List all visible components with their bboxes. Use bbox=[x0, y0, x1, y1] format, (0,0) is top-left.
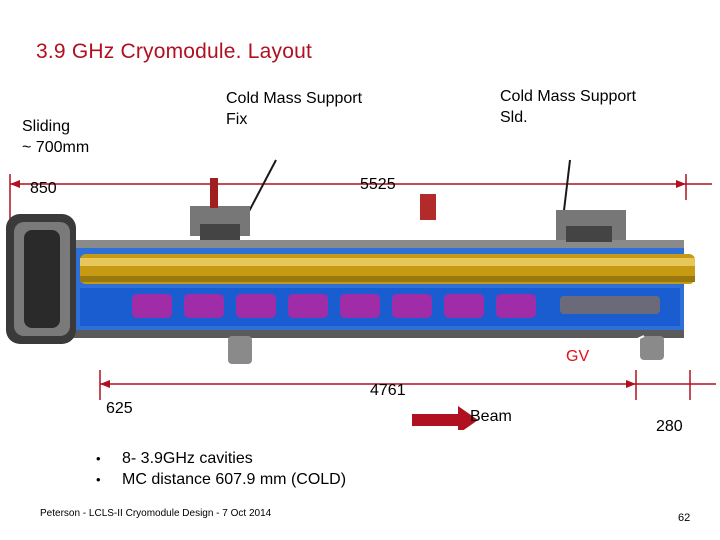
top-dimension-ticks bbox=[10, 180, 686, 188]
page-title: 3.9 GHz Cryomodule. Layout bbox=[36, 40, 312, 63]
sliding-support-label: Cold Mass Support Sld. bbox=[500, 86, 636, 128]
sliding-label-line2: ~ 700mm bbox=[22, 139, 90, 156]
vacuum-vessel bbox=[68, 240, 695, 338]
cryomodule-drawing bbox=[6, 159, 716, 430]
footer-text: Peterson - LCLS-II Cryomodule Design - 7… bbox=[40, 508, 272, 519]
bullet-list: 8- 3.9GHz cavities MC distance 607.9 mm … bbox=[96, 448, 346, 490]
fix-support-label-line2: Fix bbox=[226, 111, 248, 128]
fix-support-label-line1: Cold Mass Support bbox=[226, 90, 363, 107]
dimension-625: 625 bbox=[106, 400, 133, 417]
cavity-string bbox=[132, 294, 660, 318]
end-flange-left bbox=[6, 214, 76, 344]
sliding-support-label-line2: Sld. bbox=[500, 109, 528, 126]
dimension-280: 280 bbox=[656, 418, 683, 435]
gv-pointer-line bbox=[603, 335, 645, 355]
beam-label: Beam bbox=[470, 408, 512, 425]
dimension-5525: 5525 bbox=[360, 176, 396, 193]
bottom-dimension-ticks bbox=[100, 380, 636, 388]
sliding-support-label-line1: Cold Mass Support bbox=[500, 88, 637, 105]
page-number: 62 bbox=[678, 512, 691, 524]
top-ports bbox=[190, 178, 626, 242]
beam-arrow-icon bbox=[412, 406, 478, 430]
list-item: 8- 3.9GHz cavities bbox=[96, 448, 346, 469]
dimension-4761: 4761 bbox=[370, 382, 406, 399]
dimension-850: 850 bbox=[30, 180, 57, 197]
sliding-label-line1: Sliding bbox=[22, 118, 71, 135]
fix-support-label: Cold Mass Support Fix bbox=[226, 88, 362, 130]
bottom-supports bbox=[228, 336, 664, 364]
sliding-label: Sliding ~ 700mm bbox=[22, 116, 89, 158]
list-item: MC distance 607.9 mm (COLD) bbox=[96, 469, 346, 490]
gv-label: GV bbox=[566, 348, 590, 365]
bottom-dimension-line bbox=[99, 370, 716, 400]
